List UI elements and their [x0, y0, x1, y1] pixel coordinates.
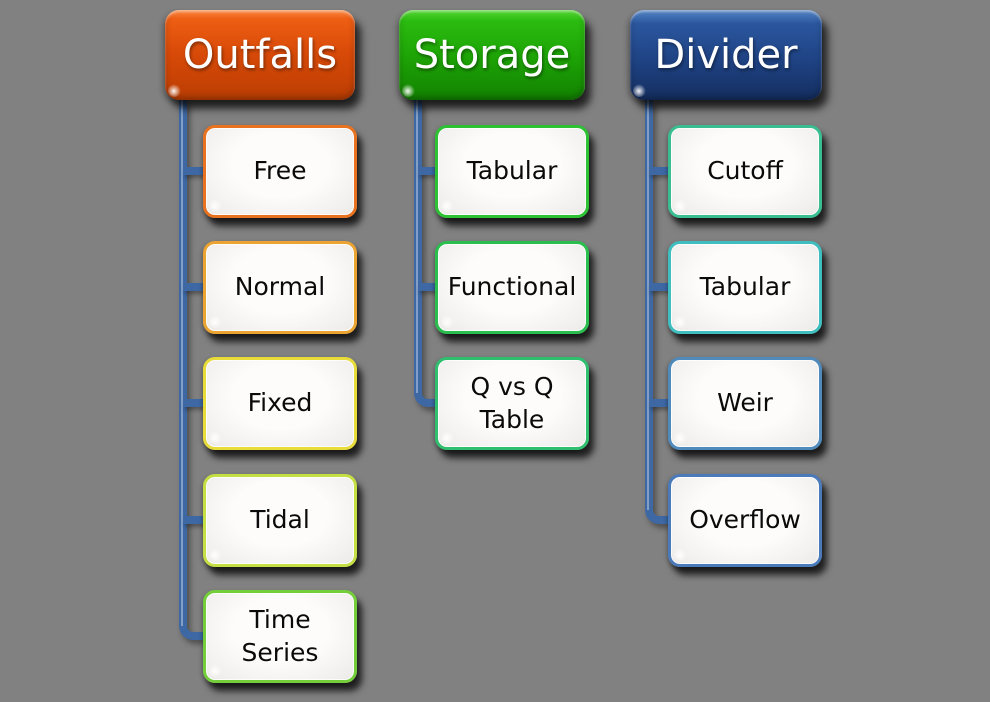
- node-label: Outfalls: [182, 32, 338, 78]
- connector-branch: [649, 399, 672, 407]
- node-q-vs-q-table: Q vs Q Table: [435, 357, 589, 450]
- connector-highlight: [647, 100, 649, 510]
- node-functional: Functional: [435, 241, 589, 334]
- node-weir: Weir: [668, 357, 822, 450]
- node-label: Overflow: [689, 505, 801, 535]
- connector-branch: [183, 167, 207, 175]
- node-label: Free: [253, 156, 307, 186]
- node-label: Fixed: [247, 388, 313, 418]
- connector-branch: [183, 283, 207, 291]
- connector-branch: [649, 283, 672, 291]
- node-free: Free: [203, 125, 357, 218]
- node-label: Functional: [447, 272, 577, 302]
- node-label: Tidal: [250, 505, 310, 535]
- node-label: Time Series: [241, 605, 319, 667]
- node-normal: Normal: [203, 241, 357, 334]
- connector-branch: [418, 167, 439, 175]
- node-label: Divider: [654, 32, 798, 78]
- connector-branch: [183, 516, 207, 524]
- connector-highlight: [416, 100, 418, 393]
- node-cutoff: Cutoff: [668, 125, 822, 218]
- node-label: Tabular: [466, 156, 558, 186]
- connector-highlight: [181, 100, 183, 626]
- node-outfalls-header: Outfalls: [165, 10, 355, 100]
- connector-branch: [418, 283, 439, 291]
- node-label: Normal: [234, 272, 326, 302]
- node-time-series: Time Series: [203, 590, 357, 683]
- connector-trunk-divider: [645, 100, 668, 524]
- node-storage-header: Storage: [399, 10, 585, 100]
- node-divider-header: Divider: [630, 10, 822, 100]
- node-tidal: Tidal: [203, 474, 357, 567]
- node-label: Cutoff: [707, 156, 783, 186]
- node-label: Storage: [413, 32, 571, 78]
- connector-branch: [649, 167, 672, 175]
- connector-trunk-outfalls: [179, 100, 203, 640]
- connector-trunk-storage: [414, 100, 435, 407]
- connector-branch: [183, 399, 207, 407]
- node-label: Q vs Q Table: [470, 372, 554, 434]
- node-fixed: Fixed: [203, 357, 357, 450]
- node-overflow: Overflow: [668, 474, 822, 567]
- node-tabular-storage: Tabular: [435, 125, 589, 218]
- node-label: Tabular: [699, 272, 791, 302]
- node-label: Weir: [717, 388, 773, 418]
- node-tabular-divider: Tabular: [668, 241, 822, 334]
